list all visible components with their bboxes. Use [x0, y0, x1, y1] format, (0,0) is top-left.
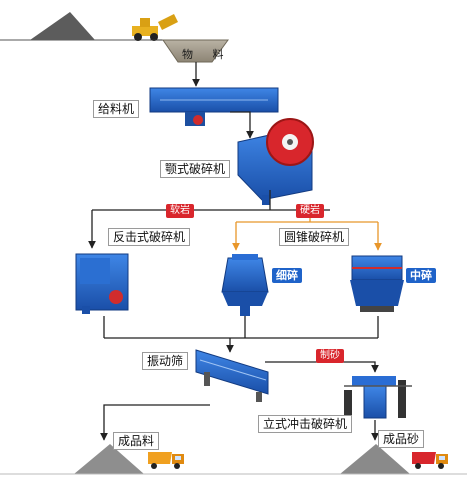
hopper — [162, 39, 229, 63]
aggregate-pile — [74, 444, 144, 474]
flow-arrow-feeder-jaw — [230, 111, 254, 139]
soft-rock-tag: 软岩 — [166, 204, 194, 218]
fine-cone-crusher-machine — [221, 254, 269, 316]
feeder-label: 给料机 — [93, 100, 140, 118]
impact-crusher-label: 反击式破碎机 — [108, 228, 191, 246]
hopper-label: 物 料 — [182, 48, 232, 61]
vibrating-screen-machine — [195, 349, 269, 402]
cone-crusher-label: 圆锥破碎机 — [279, 228, 350, 246]
vibrating-screen-label: 振动筛 — [142, 352, 189, 370]
hard-rock-tag: 硬岩 — [296, 204, 324, 218]
dump-truck-icon — [412, 452, 448, 469]
dump-truck-icon — [148, 452, 184, 469]
vsi-crusher-machine — [344, 376, 412, 419]
medium-cone-crusher-machine — [350, 255, 404, 312]
flow-arrow-to-vsi — [265, 361, 379, 373]
impact-crusher-machine — [75, 253, 129, 314]
jaw-crusher-machine — [237, 118, 314, 205]
fine-crush-tag: 细碎 — [272, 268, 302, 283]
jaw-crusher-label: 颚式破碎机 — [160, 160, 231, 178]
sand-making-tag: 制砂 — [316, 349, 344, 363]
finished-aggregate-label: 成品料 — [113, 432, 160, 450]
flow-arrow-to-aggregate — [100, 404, 210, 441]
sand-pile — [340, 444, 410, 474]
feeder-machine — [149, 87, 279, 126]
wheel-loader-icon — [132, 14, 178, 41]
vsi-crusher-label: 立式冲击破碎机 — [258, 415, 353, 433]
finished-sand-label: 成品砂 — [378, 430, 425, 448]
medium-crush-tag: 中碎 — [406, 268, 436, 283]
raw-material-pile — [30, 12, 95, 40]
